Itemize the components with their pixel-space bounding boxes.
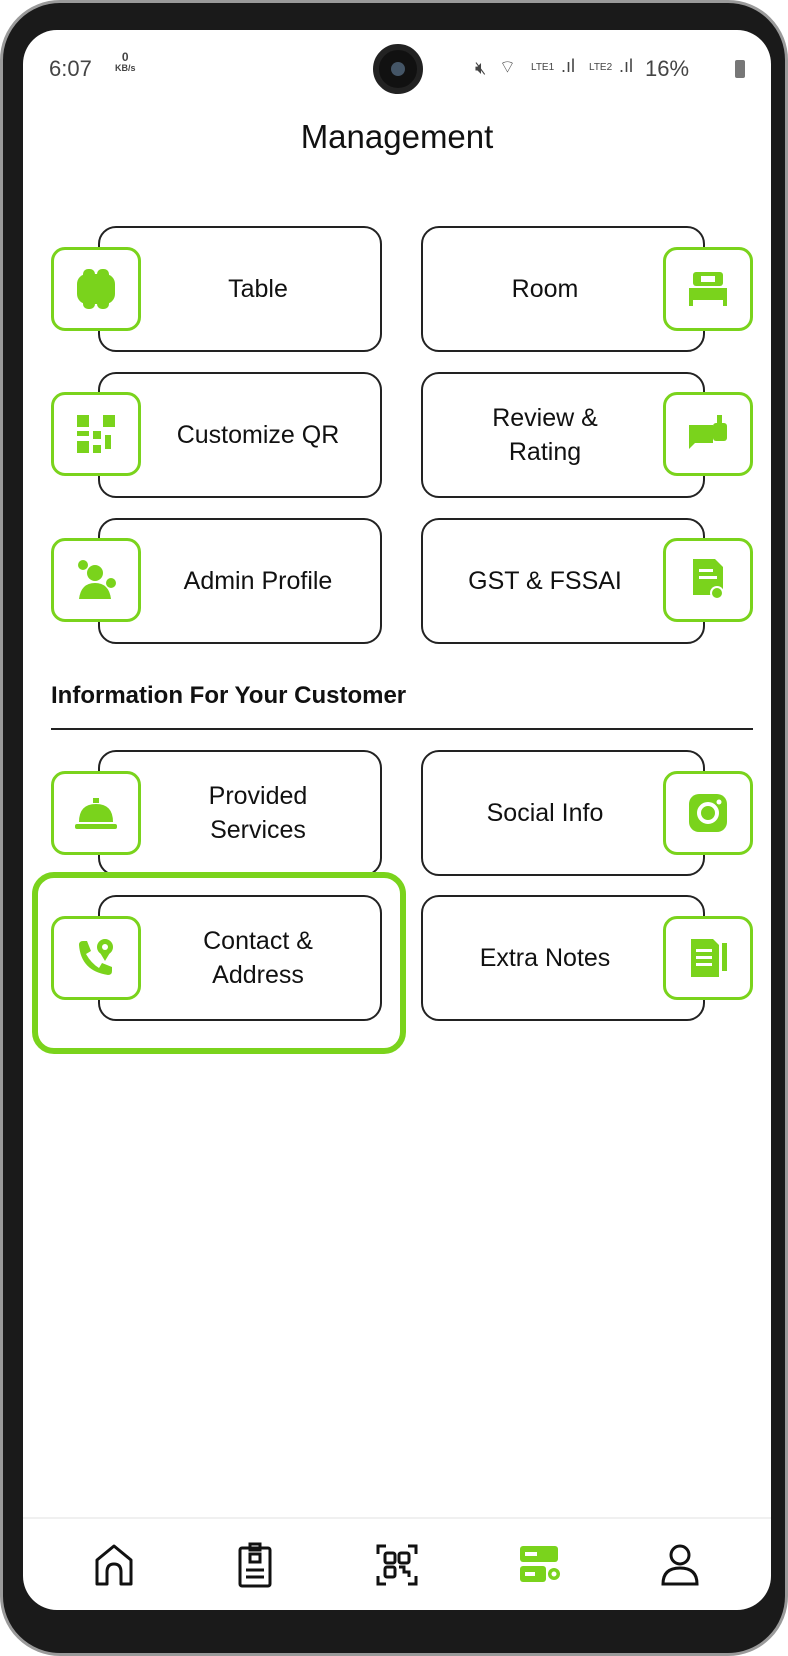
review-rating-card[interactable]: Review & Rating: [421, 372, 705, 498]
notes-icon: [663, 916, 753, 1000]
bed-icon: [663, 247, 753, 331]
net-speed-value: 0: [121, 50, 129, 64]
phone-location-icon: [51, 916, 141, 1000]
review-thumbs-up-icon: [663, 392, 753, 476]
card-label: GST & FSSAI: [468, 567, 622, 595]
front-camera: [373, 44, 423, 94]
battery-icon: [735, 60, 745, 78]
card-label: Admin Profile: [183, 567, 333, 595]
status-time: 6:07: [49, 56, 92, 81]
management-icon[interactable]: [514, 1540, 564, 1590]
section-title: Information For Your Customer: [51, 682, 407, 709]
card-label: Review & Rating: [492, 404, 598, 466]
provided-services-card[interactable]: Provided Services: [98, 750, 382, 876]
sim2-label: LTE2: [589, 62, 613, 73]
selection-highlight: [32, 872, 406, 1054]
net-speed-unit: KB/s: [115, 63, 136, 73]
card-label: Room: [511, 275, 579, 303]
signal-icon: .ıl: [619, 56, 634, 76]
instagram-icon: [663, 771, 753, 855]
card-label: Customize QR: [176, 421, 340, 449]
mute-icon: 🔇︎: [475, 58, 487, 78]
signal-icon: .ıl: [561, 56, 576, 76]
room-card[interactable]: Room: [421, 226, 705, 352]
home-icon[interactable]: [89, 1540, 139, 1590]
extra-notes-card[interactable]: Extra Notes: [421, 895, 705, 1021]
card-label: Extra Notes: [479, 944, 611, 972]
section-divider: [51, 728, 753, 730]
qr-code-icon: [51, 392, 141, 476]
customize-qr-card[interactable]: Customize QR: [98, 372, 382, 498]
admin-profile-card[interactable]: Admin Profile: [98, 518, 382, 644]
page-title: Management: [300, 118, 494, 155]
battery-percent: 16%: [645, 56, 690, 81]
bottom-nav: [23, 1517, 771, 1610]
certificate-icon: [663, 538, 753, 622]
table-icon: [51, 247, 141, 331]
admin-gear-user-icon: [51, 538, 141, 622]
table-card[interactable]: Table: [98, 226, 382, 352]
clipboard-icon[interactable]: [230, 1540, 280, 1590]
qr-scan-icon[interactable]: [372, 1540, 422, 1590]
service-bell-icon: [51, 771, 141, 855]
sim1-label: LTE1: [531, 62, 555, 73]
wifi-icon: ⌔: [499, 57, 516, 77]
card-label: Provided Services: [208, 782, 308, 844]
card-label: Table: [228, 275, 288, 303]
contact-address-card[interactable]: Contact & Address: [98, 895, 382, 1021]
card-label: Contact & Address: [203, 927, 313, 989]
card-label: Social Info: [486, 799, 604, 827]
profile-icon[interactable]: [655, 1540, 705, 1590]
gst-fssai-card[interactable]: GST & FSSAI: [421, 518, 705, 644]
social-info-card[interactable]: Social Info: [421, 750, 705, 876]
